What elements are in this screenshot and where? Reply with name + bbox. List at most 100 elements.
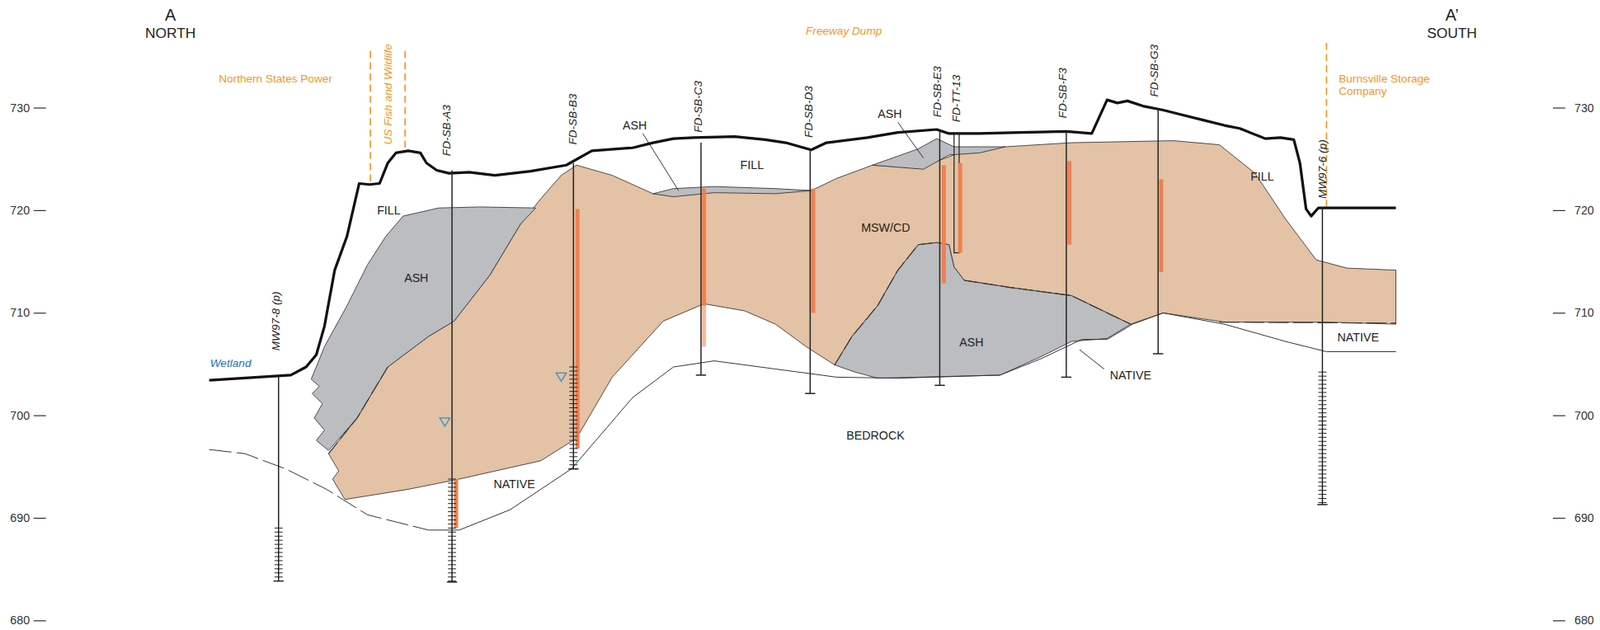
well-screen [1317,428,1327,430]
well-screen [569,447,578,449]
region-label: ASH [404,272,429,285]
well-screen [447,552,457,554]
elevation: 720 [1574,204,1595,218]
well-screen [1317,387,1327,389]
elevation: 690 [9,512,30,526]
well-screen [1317,477,1327,479]
well-screen [447,576,457,578]
well-screen [274,555,283,557]
well-screen [447,568,457,570]
well-screen [274,568,283,570]
well-screen [569,423,578,425]
well-screen [447,523,457,525]
well-screen [447,527,457,529]
well-screen [569,432,578,433]
borehole-end [273,580,284,582]
well-screen [274,527,283,529]
well-screen [569,456,578,457]
elevation: 720 [9,204,30,218]
sample-interval [958,163,963,254]
sample-interval [701,188,706,306]
well-screen [569,464,578,466]
property-name: US Fish and Wildlife [381,43,395,145]
well-screen [569,399,578,400]
region-label: ASH [622,119,647,132]
well-screen [1317,432,1327,434]
borehole-id: FD-SB-G3 [1148,44,1161,97]
well-screen [447,490,457,492]
borehole-end [447,581,457,583]
well-screen [274,531,283,533]
inferred-contact [964,280,1131,325]
region-name: FILL [376,203,400,217]
well-screen [569,443,578,445]
well-screen [447,580,457,582]
axis-tick [33,312,47,314]
well-screen [274,572,283,574]
well-screen [569,419,578,421]
elevation: 700 [9,409,30,423]
well-screen [447,479,457,480]
ash-region [872,138,1006,170]
well-screen [1317,445,1327,447]
well-screen [569,382,578,384]
region-name: BEDROCK [846,428,904,442]
bedrock-contact [209,449,429,531]
well-screen [569,411,578,413]
borehole-id: MW97-6 (p) [1316,139,1329,199]
well-screen [447,503,457,504]
water-level [555,372,566,382]
well-screen [1317,498,1327,499]
borehole-end [1061,376,1072,378]
well-screen [1317,391,1327,393]
ash-region [834,242,1131,378]
well-screen [447,540,457,542]
well-screen [1317,420,1327,422]
borehole [939,129,941,386]
well-screen [1317,400,1327,401]
well-screen [569,374,578,376]
well-screen [447,531,457,533]
well-screen [1317,494,1327,495]
well-screen [569,407,578,409]
well-screen [447,548,457,550]
region-label: FILL [376,203,400,217]
axis-tick [33,107,47,109]
region-name: ASH [404,272,429,285]
well-screen [274,548,283,550]
section-end: A’ [1444,6,1459,25]
sample-interval [1067,160,1072,245]
well-screen [274,540,283,542]
well-screen [1317,449,1327,451]
elevation: 730 [1574,101,1595,115]
sample-interval [941,164,946,283]
borehole-end [804,392,815,394]
feature-name: Wetland [210,357,252,370]
well-screen [1317,489,1327,491]
borehole [451,169,452,582]
axis-tick [33,415,47,417]
region-label: FILL [740,159,764,172]
borehole-id: FD-SB-F3 [1055,67,1069,118]
borehole-id: FD-SB-D3 [801,85,815,138]
well-screen [1317,380,1327,382]
axis-tick [1552,517,1566,519]
region-label: ASH [959,336,984,349]
region-name: ASH [959,336,984,349]
well-screen [1317,384,1327,386]
borehole-id: FD-SB-A3 [439,104,452,156]
property-name: Northern States Power [218,72,333,85]
well-screen [1317,481,1327,483]
sample-interval [575,208,580,449]
axis-tick [1552,415,1566,417]
well-screen [569,378,578,380]
well-screen [447,515,457,517]
axis-ticks [33,108,1566,622]
region-label: NATIVE [1110,369,1152,382]
property-line [369,51,372,184]
sample-interval [811,188,816,314]
region-label: BEDROCK [846,428,904,442]
well-screen [569,451,578,453]
sample-interval [1158,179,1163,273]
